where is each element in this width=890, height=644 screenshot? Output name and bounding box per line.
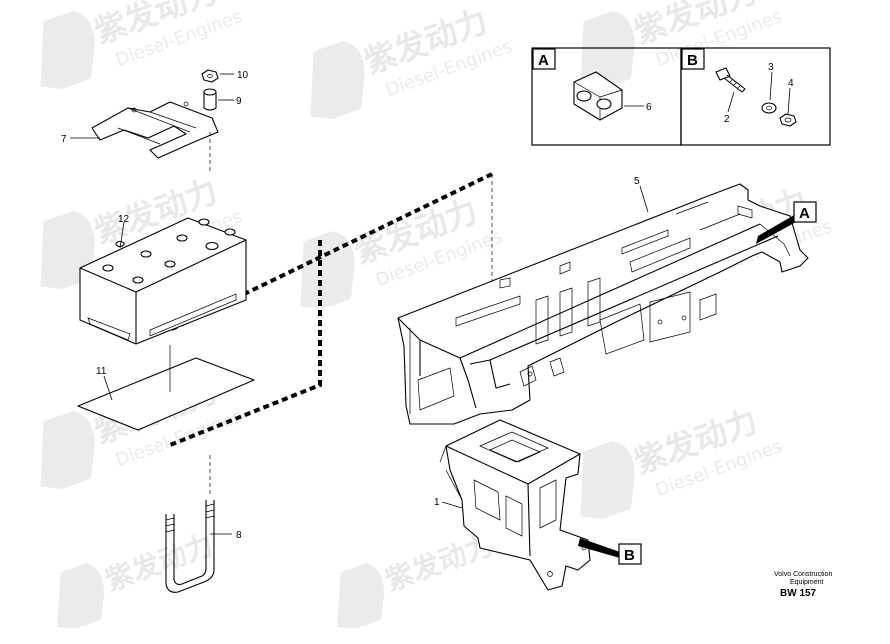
callout-11: 11 <box>96 366 107 377</box>
mount-pad-part-6 <box>573 71 623 121</box>
watermark: 紫发动力 <box>57 528 218 629</box>
battery-mat-part-11 <box>77 345 255 431</box>
watermark: 紫发动力 Diesel-Engines <box>580 402 785 519</box>
leader-lines <box>70 71 791 535</box>
callout-7: 7 <box>61 134 67 145</box>
battery-terminals <box>102 218 236 284</box>
callout-5: 5 <box>634 176 640 187</box>
detail-box-b-label: B <box>687 52 698 69</box>
callout-2: 2 <box>724 114 730 125</box>
pointer-a-label: A <box>799 205 810 222</box>
bolt-part-2 <box>715 67 746 93</box>
callout-8: 8 <box>236 530 242 541</box>
u-bolt-part-8 <box>165 455 215 593</box>
pointer-a: A <box>756 201 817 244</box>
battery-part-12 <box>79 217 247 345</box>
battery-box-frame-part-5 <box>397 183 809 425</box>
nut-part-4 <box>779 113 797 127</box>
assembly-link-lines <box>169 172 493 447</box>
pointer-b-label: B <box>624 547 635 564</box>
callout-12: 12 <box>118 214 130 225</box>
footer-line1: Volvo Construction <box>774 571 832 578</box>
washer-part-3 <box>761 102 777 114</box>
callout-9: 9 <box>236 96 242 107</box>
callout-10: 10 <box>237 70 249 81</box>
detail-box-a-label: A <box>538 52 549 69</box>
nut-part-10 <box>201 69 219 83</box>
callout-labels: 1 2 3 4 5 6 7 8 9 10 11 12 <box>61 62 794 541</box>
support-bracket-part-1 <box>439 419 591 591</box>
detail-box-b: B <box>680 47 831 146</box>
battery-hold-down-bracket-part-7 <box>91 101 219 172</box>
spacer-part-9 <box>203 88 217 111</box>
footer-code: BW 157 <box>780 588 817 599</box>
callout-3: 3 <box>768 62 774 73</box>
watermark: 紫发动力 Diesel-Engines <box>40 0 245 89</box>
callout-4: 4 <box>788 78 794 89</box>
callout-1: 1 <box>434 497 440 508</box>
watermark: 紫发动力 Diesel-Engines <box>310 2 515 119</box>
watermark-brand: 紫发动力 <box>101 528 218 597</box>
callout-6: 6 <box>646 102 652 113</box>
watermark: 紫发动力 <box>337 528 498 629</box>
footer: Volvo Construction Equipment BW 157 <box>774 571 832 599</box>
pointer-b: B <box>578 538 642 565</box>
footer-line2: Equipment <box>790 579 824 586</box>
